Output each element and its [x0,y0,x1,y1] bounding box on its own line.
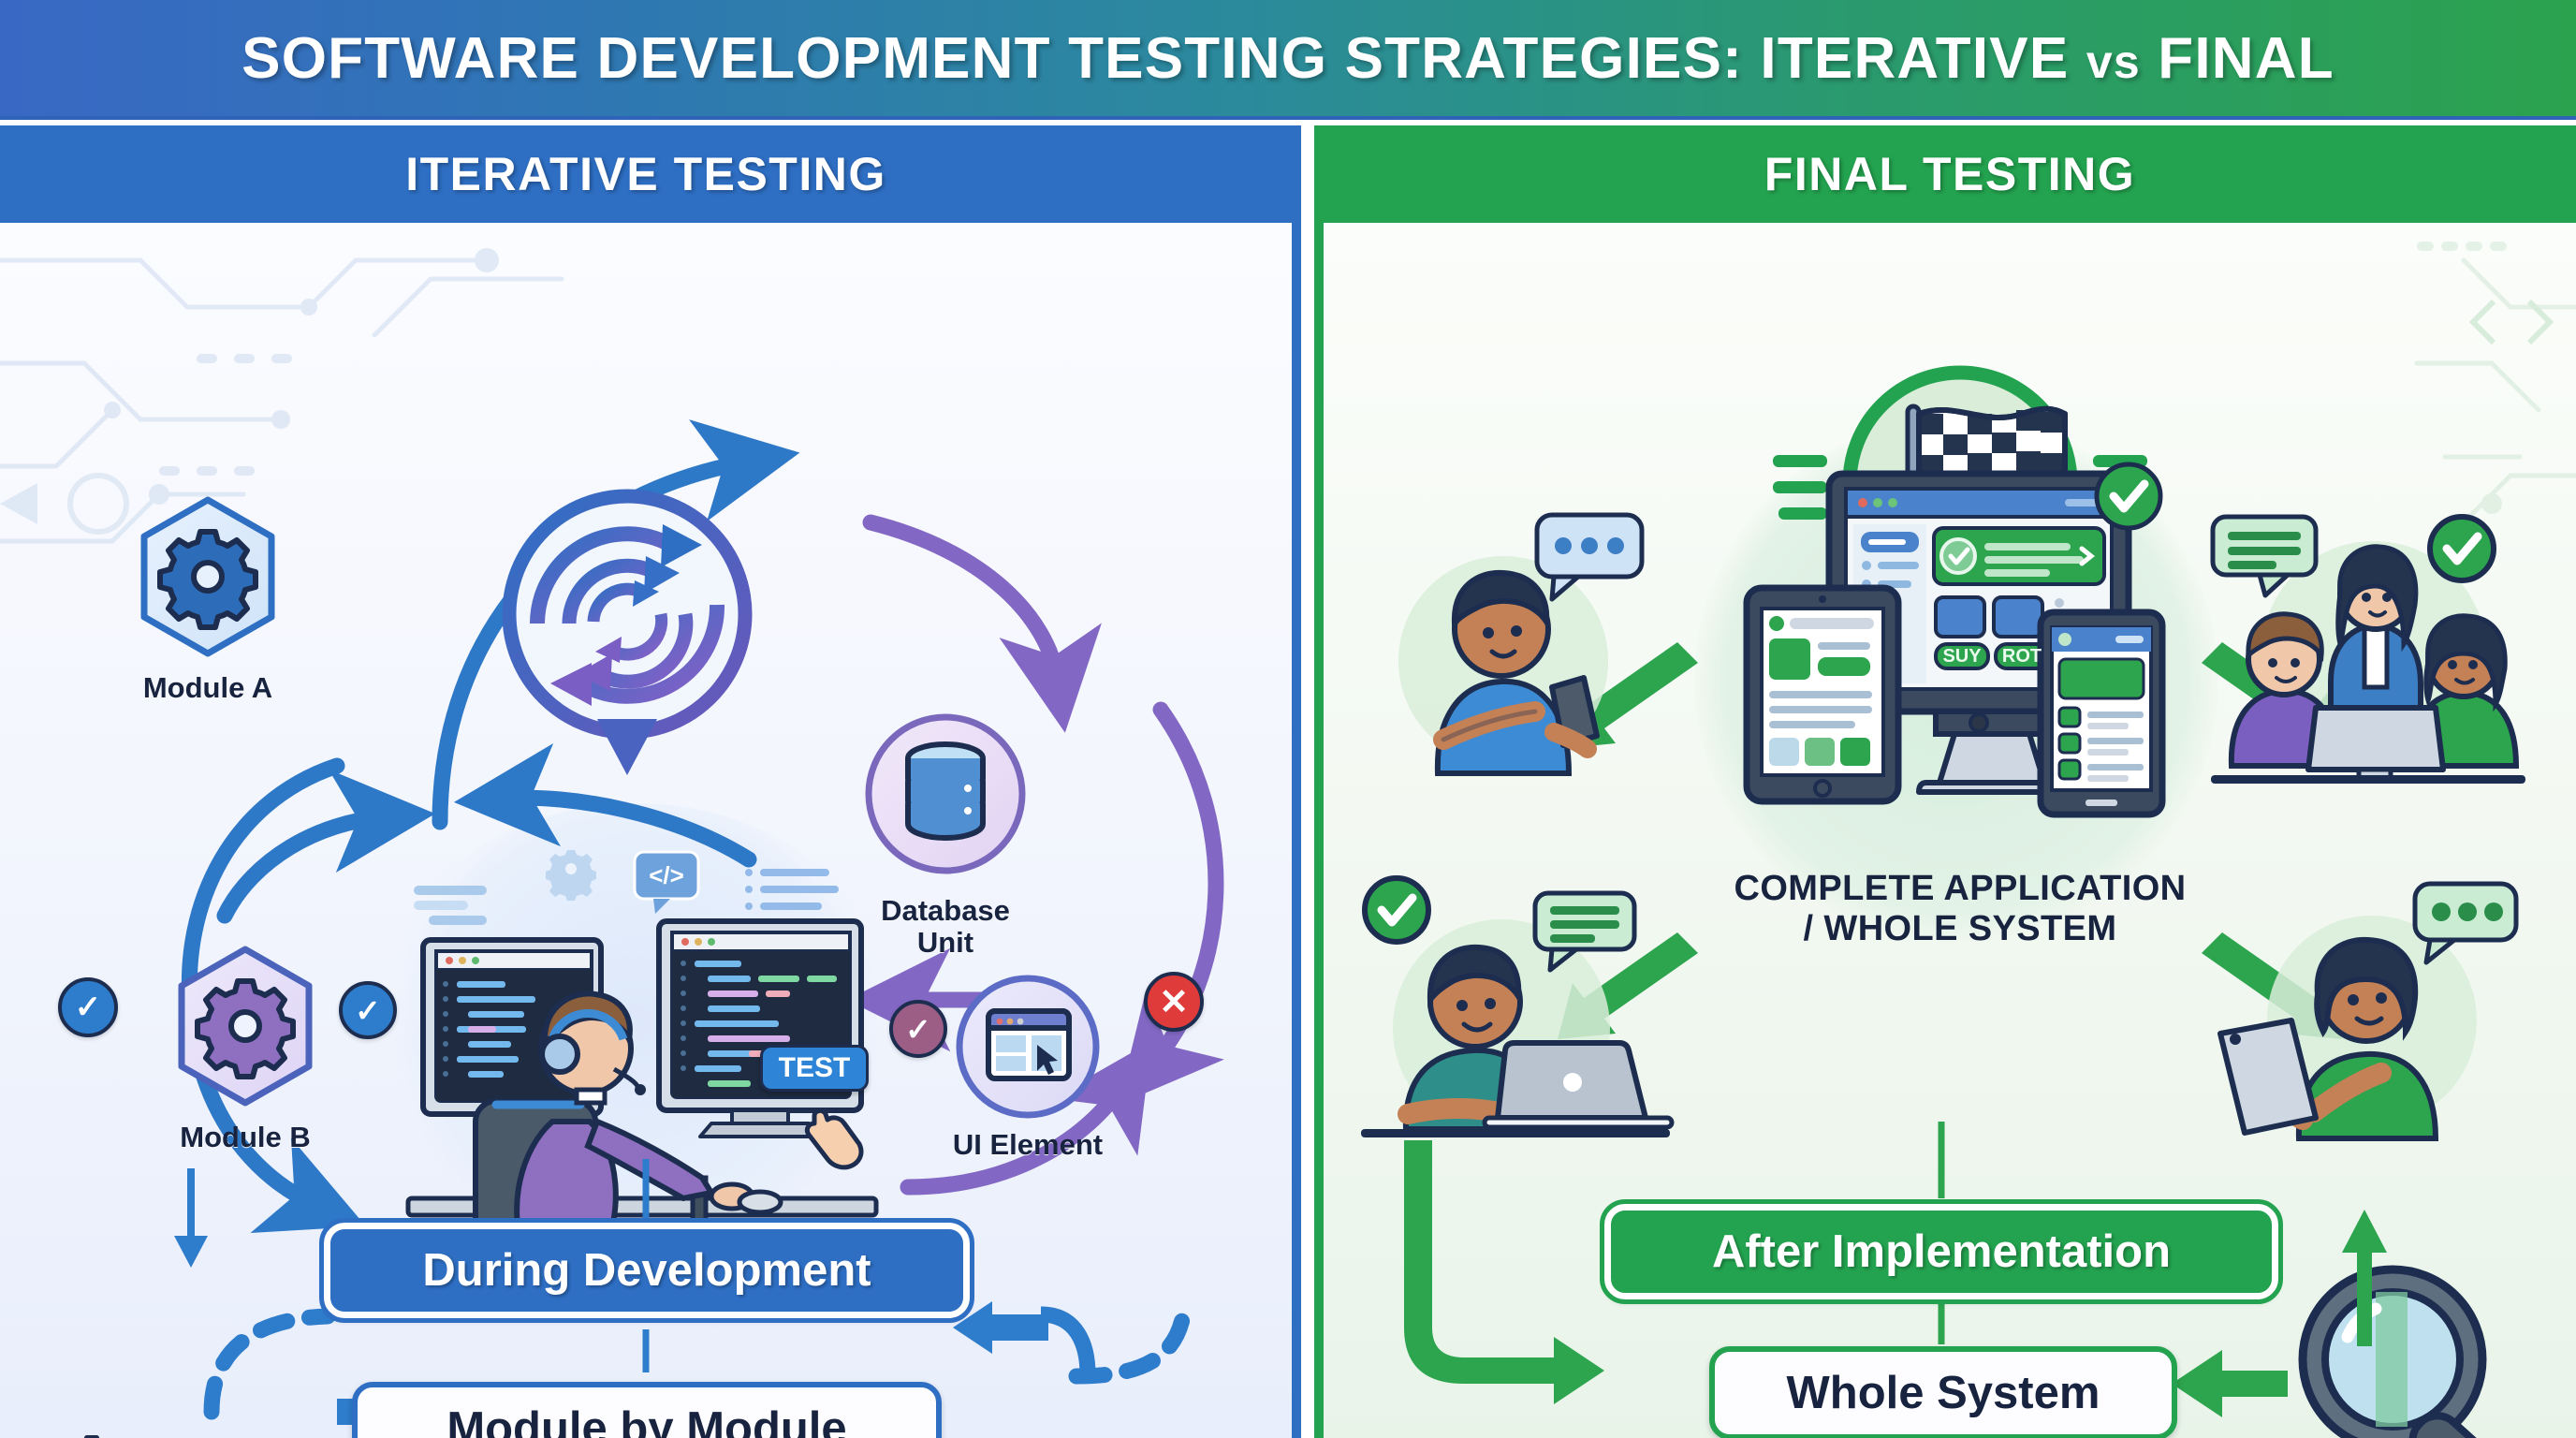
device-cluster [1743,462,2166,818]
pill-after-implementation[interactable]: After Implementation [1600,1199,2283,1304]
node-module-a [133,494,283,659]
page-title-prefix: SOFTWARE DEVELOPMENT TESTING STRATEGIES:… [242,25,2086,91]
label-module-a: Module A [142,671,273,704]
panel-header-iterative: ITERATIVE TESTING [0,125,1292,223]
center-caption-line1: COMPLETE APPLICATION [1734,869,2187,908]
iterative-cycle-arrows [181,419,1224,1233]
page-title: SOFTWARE DEVELOPMENT TESTING STRATEGIES:… [242,25,2334,92]
pill-module-by-module[interactable]: Module by Module [352,1382,942,1438]
page-title-vs: vs [2086,35,2141,88]
speech-bubble-lines-green [1532,890,1637,973]
panel-header-label-final: FINAL TESTING [1764,148,2136,200]
panel-body-iterative: Module A Module B [0,223,1292,1438]
smartphone-device [2037,609,2166,818]
panel-body-final: SUY ROT COMPLETE APPLICATION / WHOLE SYS… [1324,223,2576,1438]
node-ui-element [953,972,1103,1122]
node-database-unit [861,710,1030,878]
speech-bubble-dots-blue [1534,512,1645,602]
label-module-b: Module B [180,1121,311,1153]
figure-body [2257,936,2439,1141]
iteration-loop-icon [502,489,753,775]
check-icon-team [2427,514,2496,583]
developer-figure [473,990,783,1255]
ui-element-circle [956,975,1100,1119]
page-title-suffix: FINAL [2140,25,2334,91]
database-icon [905,741,986,841]
window-cursor-icon [986,1008,1072,1081]
device-button-suy[interactable]: SUY [1942,645,1982,667]
person-user-tablet [2217,881,2519,1141]
center-caption: COMPLETE APPLICATION / WHOLE SYSTEM [1632,869,2288,949]
panel-final-testing: FINAL TESTING [1314,125,2576,1438]
figure-body [1433,569,1600,776]
person-user-laptop [1361,875,1675,1137]
gear-icon-small [546,850,596,901]
person-user-phone [1398,512,1645,776]
monitor-right [656,918,864,1138]
x-badge-right: ✕ [1144,972,1204,1032]
check-icon-laptop-user [1362,875,1431,945]
check-badge-mid: ✓ [339,981,397,1039]
panel-header-final: FINAL TESTING [1324,125,2576,223]
gear-icon [195,978,296,1079]
speed-lines-left [1773,455,1827,520]
label-database-unit: Database Unit [881,894,1010,960]
database-circle [865,713,1026,874]
check-icon-device [2094,462,2163,531]
node-module-b [170,944,320,1108]
speech-bubble-lines-green [2210,514,2319,598]
code-bubble: </> [633,850,700,914]
check-badge-purple: ✓ [889,1000,947,1058]
pointing-hand-icon [804,1108,864,1170]
gear-cluster-right [1039,1427,1245,1438]
page-title-bar: SOFTWARE DEVELOPMENT TESTING STRATEGIES:… [0,0,2576,120]
person-team-three [2210,514,2525,784]
center-caption-line2: / WHOLE SYSTEM [1803,909,2117,948]
check-badge-left: ✓ [58,977,118,1037]
speech-bubble-dots-green [2412,881,2519,965]
gear-icon [157,529,258,630]
svg-text:</>: </> [649,861,684,889]
pill-during-development[interactable]: During Development [319,1218,974,1323]
ui-line-decorations [414,850,839,925]
tablet-in-hand [2217,1018,2319,1136]
bottom-connector-arrows-right [1404,1122,2387,1417]
tablet-device [1743,584,1902,805]
test-button[interactable]: TEST [760,1045,869,1092]
laptop-device [1361,1040,1675,1137]
device-button-rot[interactable]: ROT [2001,645,2042,667]
label-ui-element: UI Element [952,1128,1104,1161]
pill-whole-system[interactable]: Whole System [1709,1346,2177,1438]
module-b-hexagon [178,946,313,1107]
panel-header-label-iterative: ITERATIVE TESTING [405,148,886,200]
gear-cluster-left [83,1435,100,1438]
module-a-hexagon [140,496,275,657]
iteration-loop-pin [487,483,768,783]
panel-iterative-testing: ITERATIVE TESTING [0,125,1301,1438]
